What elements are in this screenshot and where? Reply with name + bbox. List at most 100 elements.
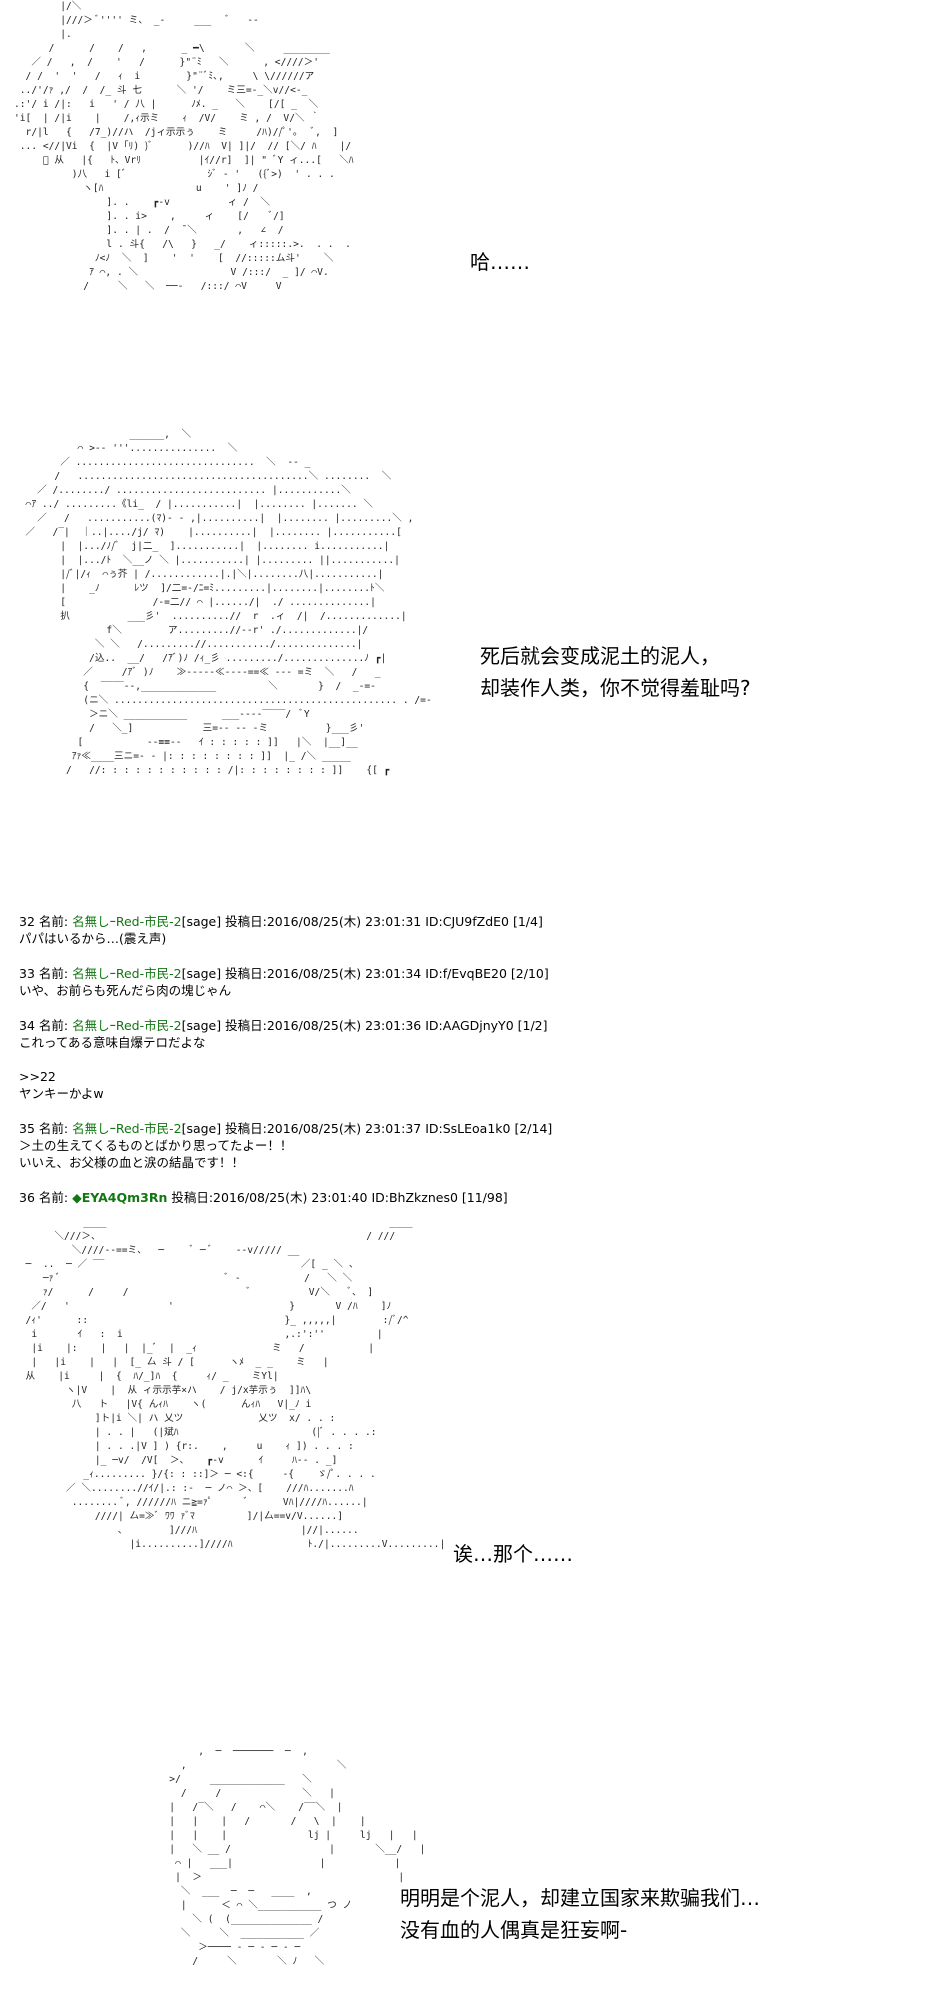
ascii-art-line: | |.../ﾄ ＼__ノ ＼ |...........| |.........… [14, 555, 400, 566]
ascii-art-line: ／ / ...........(ﾏ)- - ,|..........| |...… [14, 513, 414, 524]
ascii-art-line: ／ ＼........//ｲ/|.: :- ─ ノ⌒ ＞、[ ///ﾊ.....… [14, 1483, 354, 1494]
ascii-art-line: ／ ............................... ＼ -- _ [14, 457, 311, 468]
ascii-art-line: ｧ/ / / ﾞ V/＼ ﾞ、 ] [14, 1287, 374, 1298]
ascii-art-line: ＼////--==ミ、 ─ ﾞ ─ ﾞ --v///// __ [14, 1245, 300, 1256]
subtitle-line: 死后就会变成泥土的泥人， [480, 644, 720, 668]
ascii-art-line: ... <//|Vi { |V ｢ﾘ) )ﾞ )//ﾊ V| ]|/ // [＼… [14, 141, 352, 152]
post-number[interactable]: 32 [19, 914, 35, 929]
ascii-art-line: ]. . ┏-v ィ / ＼ [14, 197, 271, 208]
ascii-art-line: ＼ ( (______________ / [100, 1914, 324, 1925]
ascii-art-line: ､ ]///ﾊ |//|...... [14, 1525, 359, 1536]
poster-name: 名無しｰRed-市民-2 [72, 1018, 182, 1033]
ascii-art-line: ＼ ＼ ___________ ／ [100, 1928, 320, 1939]
post-header: 36 名前: ◆EYA4Qm3Rn 投稿日:2016/08/25(木) 23:0… [19, 1189, 919, 1206]
ascii-art-line: 扒 ___彡' ..........// r .ィ /| /..........… [14, 611, 407, 622]
post-number[interactable]: 35 [19, 1121, 35, 1136]
ascii-art-line: / / ＼ | [100, 1788, 335, 1799]
post: 36 名前: ◆EYA4Qm3Rn 投稿日:2016/08/25(木) 23:0… [19, 1189, 919, 1206]
ascii-art-line: ⌒ | ___| | | [100, 1858, 401, 1869]
poster-name: 名無しｰRed-市民-2 [72, 914, 182, 929]
post-body-line: ヤンキーかよw [19, 1086, 104, 1101]
ascii-art-line: | . . .|V ] ) {r:. , u ｨ ]) . . . : [14, 1441, 354, 1452]
ascii-art-line: ／ /......../ .......................... … [14, 485, 351, 496]
post-header: 35 名前: 名無しｰRed-市民-2[sage] 投稿日:2016/08/25… [19, 1120, 919, 1137]
ascii-art-line: ＞ニ＼ ___________ ___----‾‾‾‾/ ﾞY [14, 709, 310, 720]
ascii-art-line: ﾉ<ﾉ ＼ ] ' ' [ //:::::ム斗' ＼ [14, 253, 334, 264]
post-body-line: パパはいるから…(震え声) [19, 931, 167, 946]
poster-name: 名無しｰRed-市民-2 [72, 1121, 182, 1136]
ascii-art-line: [ /-=二// ⌒ |....../| ./ ..............| [14, 597, 376, 608]
ascii-art-line: ／/ ' ' } V /ﾊ ]ﾉ [14, 1301, 392, 1312]
ascii-art-line: ｱ ⌒, . ＼ V /:::/ _ ]/ ⌒V. [14, 267, 329, 278]
post-meta: [sage] 投稿日:2016/08/25(木) 23:01:36 ID:AAG… [181, 1018, 548, 1033]
ascii-art-line: .:'/ i /|: i ' / 八 | ﾉﾒ. _ ＼ [/[ _ ＼ [14, 99, 319, 110]
post-body-line: いや、お前らも死んだら肉の塊じゃん [19, 983, 232, 998]
post-meta: [sage] 投稿日:2016/08/25(木) 23:01:34 ID:f/E… [181, 966, 549, 981]
ascii-art-line: ../'/ｧ ,/ / /_ 斗 七 ＼ '/ ミ三=-_＼v//<-_ [14, 85, 308, 96]
ascii-art-scene-1: |/＼ |///＞ ﾞ'''' ミ、 _- ___ ﾞ -- |. / / / … [14, 0, 354, 294]
post-body-line [19, 1051, 919, 1068]
ascii-art-line: | _ﾉ ﾚツ ]/二=-/ﾆ=ﾐ.........|........|....… [14, 583, 385, 594]
ascii-art-line: >/ _____________ ＼ [100, 1774, 312, 1785]
ascii-art-line: |. [14, 29, 72, 40]
subtitle-scene-3: 诶…那个…… [453, 1538, 573, 1570]
ascii-art-line: ＼ ＼ /.........//.........../............… [14, 639, 363, 650]
ascii-art-line: / ＼_] 三=-- -- -ミ }___彡' [14, 723, 365, 734]
ascii-art-line: ]. . | . / ̄ ＼ , ∠ / [14, 225, 284, 236]
post: 33 名前: 名無しｰRed-市民-2[sage] 投稿日:2016/08/25… [19, 965, 919, 999]
ascii-art-line: r/|l { /7_)//ハ /jィ示示ぅ ミ /ﾊ)//ﾟ'。 ﾞ, ] [14, 127, 339, 138]
subtitle-line: 诶…那个…… [453, 1542, 573, 1566]
ascii-art-scene-3: ____ ____ ＼///＞、 / /// ＼////--==ミ、 ─ ﾞ ─… [14, 1216, 446, 1552]
ascii-art-line: 从 |i | { ﾊ/_]ﾊ { ｨ/ _ ミYl| [14, 1371, 279, 1382]
ascii-art-line: / / / , _ ━\ ＼ ________ [14, 43, 330, 54]
ascii-art-line: ⌒ｱ ../ .........《li_ / |...........| |..… [14, 499, 373, 510]
subtitle-line: 却装作人类，你不觉得羞耻吗? [480, 676, 751, 700]
ascii-art-line: |_ ─v/ /V[ ＞、 ┏-v ｲ ﾊ-- . _] [14, 1455, 338, 1466]
ascii-art-line: |/＼ [14, 1, 82, 12]
ascii-art-line: | . . | (|斌ﾊ (|ﾞ . . . .: [14, 1427, 377, 1438]
ascii-art-line: / / ' ' / ｨ i }"¨ﾞﾐ､, \ \//////ア [14, 71, 315, 82]
ascii-art-line: | |.../ﾉ/ﾞ j|二_ ]...........| |........ … [14, 541, 390, 552]
ascii-art-line: (ニ＼ ....................................… [14, 695, 432, 706]
ascii-art-line: |i |: | | |_ﾞ | _ｨ ミ / | [14, 1343, 374, 1354]
ascii-art-line: ─ .. ─ ／ ‾‾ ／[ _ ＼ 、 [14, 1259, 359, 1270]
subtitle-line: 没有血的人偶真是狂妄啊- [400, 1918, 628, 1942]
post-number[interactable]: 34 [19, 1018, 35, 1033]
ascii-art-line: ____ ____ [14, 1217, 413, 1228]
post: 32 名前: 名無しｰRed-市民-2[sage] 投稿日:2016/08/25… [19, 913, 919, 947]
ascii-art-line: l . 斗{ /\ } _/ ィ:::::.>. . . . [14, 239, 351, 250]
ascii-art-line: ｱｧ≪____三ニ=- - |: : : : : : : : ]] |_ /＼ … [14, 751, 351, 762]
post-number[interactable]: 33 [19, 966, 35, 981]
post-name-label: 名前: [38, 966, 69, 981]
post-meta: [sage] 投稿日:2016/08/25(木) 23:01:31 ID:CJU… [181, 914, 543, 929]
ascii-art-line: ⌒ >-- '''............... ＼ [14, 443, 238, 454]
ascii-art-line: ........ ﾞ, //////ﾊ ニ≧=ｧﾟ ﾞ Vﾊ|////ﾊ....… [14, 1497, 368, 1508]
ascii-art-line: _ｨ......... }/{: : ::]＞ ─ <:{ -{ ゞ/ﾟ. . … [14, 1469, 376, 1480]
ascii-art-line: | ＞ | [100, 1872, 405, 1883]
post-header: 34 名前: 名無しｰRed-市民-2[sage] 投稿日:2016/08/25… [19, 1017, 919, 1034]
post-body-line: >>22 [19, 1069, 56, 1084]
ascii-art-scene-2: ______, ＼ ⌒ >-- '''............... ＼ ／ .… [14, 428, 432, 778]
ascii-art-line: ______, ＼ [14, 429, 192, 440]
post-name-label: 名前: [38, 1018, 69, 1033]
ascii-art-line: ////| 厶=≫ﾞ ﾜﾜ ｧﾞﾏ ]/|厶==v/V......] [14, 1511, 344, 1522]
ascii-art-line: ヽ|V | 从 ィ示示芋×ハ / j/x芋示ぅ ]]ﾊ\ [14, 1385, 312, 1396]
ascii-art-line: |/ﾞ|/ｨ ⌒ぅ芥 | /............|.|＼|........八… [14, 569, 384, 580]
poster-trip: ◆EYA4Qm3Rn [72, 1190, 168, 1205]
ascii-art-line: 八 ト |V{ んｨﾊ ヽ( んｨﾊ V|_ﾉ i [14, 1399, 312, 1410]
ascii-art-line: , ─ ─────── ─ , [100, 1746, 308, 1757]
ascii-art-line: / ＼ ＼ ﾉ ＼ [100, 1956, 325, 1967]
ascii-art-line: ＼///＞、 / /// [14, 1231, 396, 1242]
subtitle-scene-1: 哈…… [470, 246, 530, 278]
ascii-art-line: ─ｧ ﾞ ﾞ - / ＼ ＼ [14, 1273, 353, 1284]
ascii-art-line: / //: : : : : : : : : : : /|: : : : : : … [14, 765, 390, 776]
ascii-art-line: ／ / , / ' / }"¨ﾐ ＼ , <////＞' [14, 57, 320, 68]
ascii-art-line: | ＼ __ / | ＼__/ | [100, 1844, 426, 1855]
ascii-art-line: , ＼ [100, 1760, 347, 1771]
post-name-label: 名前: [38, 914, 69, 929]
ascii-art-line: | ＜ ⌒ ＼___________ つ ノ [100, 1900, 353, 1911]
post-number[interactable]: 36 [19, 1190, 35, 1205]
post-body-line: ＞土の生えてくるものとばかり思ってたよー！！ [19, 1138, 293, 1153]
subtitle-line: 哈…… [470, 250, 530, 274]
post: 35 名前: 名無しｰRed-市民-2[sage] 投稿日:2016/08/25… [19, 1120, 919, 1171]
